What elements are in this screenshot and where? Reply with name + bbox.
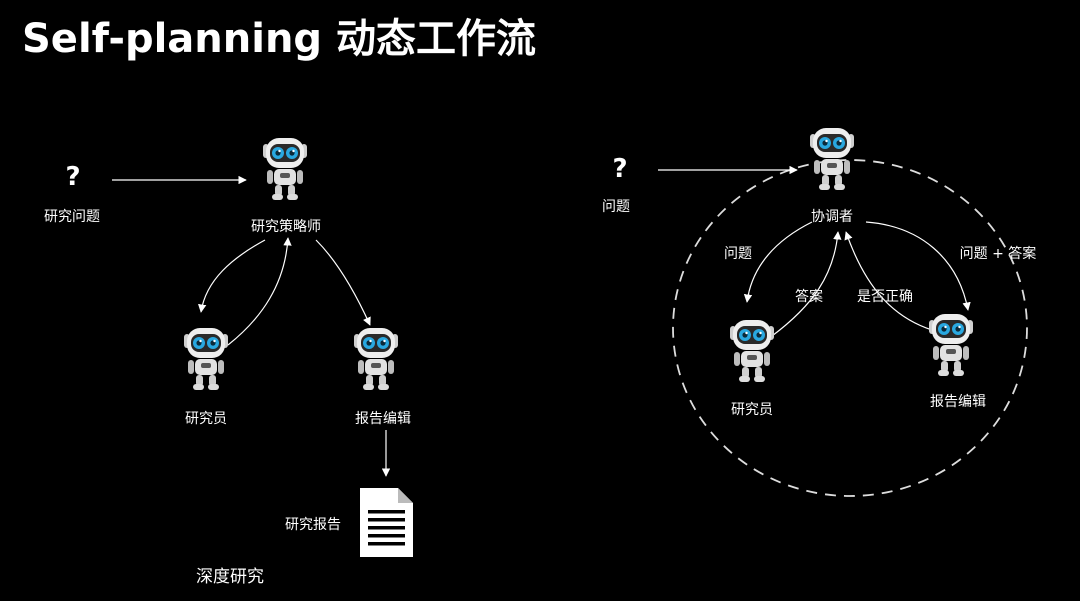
robot-icon	[184, 328, 228, 390]
robot-icon	[354, 328, 398, 390]
coordination-loop-circle	[672, 159, 1028, 497]
document-icon	[360, 488, 413, 557]
edge-researcher-to-coordinator	[771, 231, 842, 337]
research-question-label: 研究问题	[44, 209, 100, 225]
robot-icon	[810, 128, 854, 190]
researcher-label: 研究员	[185, 411, 227, 427]
edge-strategist-to-researcher	[198, 239, 266, 313]
robot-icon	[263, 138, 307, 200]
edge-coordinator-to-editor	[865, 221, 971, 311]
question-mark: ?	[612, 154, 628, 184]
edge-strategist-to-editor	[315, 239, 371, 326]
edge-coordinator-to-researcher	[743, 221, 813, 303]
editor-label: 报告编辑	[355, 411, 411, 427]
strategist-label: 研究策略师	[251, 219, 321, 235]
edge-label-question-answer: 问题 + 答案	[959, 246, 1037, 262]
robot-icon	[730, 320, 774, 382]
editor-label: 报告编辑	[930, 394, 986, 410]
robot-icon	[929, 314, 973, 376]
researcher-label: 研究员	[731, 402, 773, 418]
edge-label-correct: 是否正确	[857, 289, 913, 305]
deep-research-caption: 深度研究	[196, 567, 264, 587]
edge-researcher-to-strategist	[227, 237, 292, 346]
question-mark: ?	[65, 162, 81, 192]
report-label: 研究报告	[285, 517, 341, 533]
page-title: Self-planning 动态工作流	[22, 16, 536, 62]
edge-label-answer: 答案	[795, 289, 823, 305]
coordinator-label: 协调者	[811, 209, 853, 225]
question-label: 问题	[602, 199, 630, 215]
edge-editor-to-coordinator	[844, 231, 933, 331]
edge-label-question: 问题	[724, 246, 752, 262]
